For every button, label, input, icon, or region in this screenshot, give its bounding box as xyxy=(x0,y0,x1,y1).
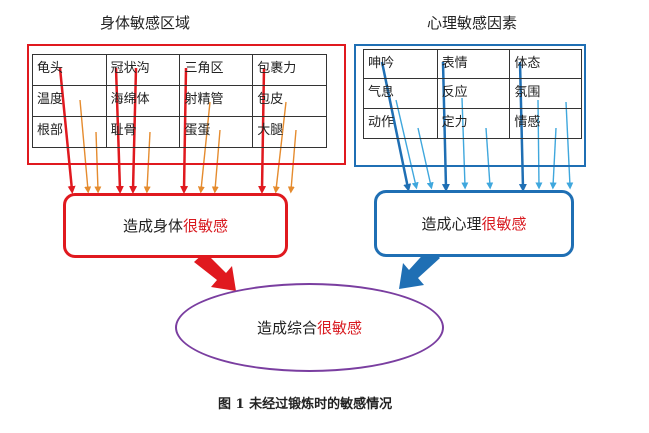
grid-cell: 三角区 xyxy=(179,54,254,86)
psych-sensitive-grid: 呻吟 表情 体态 气息 反应 氛围 动作 定力 情感 xyxy=(363,49,582,139)
result-highlight: 很敏感 xyxy=(183,217,229,235)
body-sensitive-panel: 龟头 冠状沟 三角区 包裹力 温度 海绵体 射精管 包皮 根部 耻骨 蛋蛋 大腿 xyxy=(27,44,346,165)
grid-cell: 根部 xyxy=(32,116,107,148)
right-panel-title: 心理敏感因素 xyxy=(427,14,518,32)
result-prefix: 造成身体 xyxy=(122,217,183,235)
right-big-arrow xyxy=(399,248,440,289)
body-sensitive-grid: 龟头 冠状沟 三角区 包裹力 温度 海绵体 射精管 包皮 根部 耻骨 蛋蛋 大腿 xyxy=(32,54,327,148)
grid-cell: 定力 xyxy=(436,108,511,139)
body-sensitivity-result-box: 造成身体很敏感 xyxy=(63,193,288,258)
psych-sensitive-panel: 呻吟 表情 体态 气息 反应 氛围 动作 定力 情感 xyxy=(354,44,586,167)
grid-cell: 情感 xyxy=(509,108,582,139)
combined-highlight: 很敏感 xyxy=(317,319,363,337)
result-prefix: 造成心理 xyxy=(421,215,482,233)
grid-cell: 温度 xyxy=(32,85,107,117)
grid-cell: 耻骨 xyxy=(105,116,181,148)
left-panel-title: 身体敏感区域 xyxy=(100,14,191,32)
left-big-arrow xyxy=(194,252,236,291)
grid-cell: 龟头 xyxy=(32,54,107,86)
grid-cell: 包裹力 xyxy=(252,54,327,86)
figure-caption: 图 1 未经过锻炼时的敏感情况 xyxy=(218,397,393,412)
combined-sensitivity-ellipse: 造成综合很敏感 xyxy=(175,283,444,372)
grid-cell: 蛋蛋 xyxy=(179,116,254,148)
result-highlight: 很敏感 xyxy=(481,215,527,233)
grid-cell: 包皮 xyxy=(252,85,327,117)
grid-cell: 海绵体 xyxy=(105,85,181,117)
grid-cell: 体态 xyxy=(509,49,582,79)
grid-cell: 气息 xyxy=(363,78,438,109)
grid-cell: 冠状沟 xyxy=(105,54,181,86)
grid-cell: 呻吟 xyxy=(363,49,438,79)
grid-cell: 表情 xyxy=(436,49,511,79)
grid-cell: 氛围 xyxy=(509,78,582,109)
combined-prefix: 造成综合 xyxy=(256,319,317,337)
grid-cell: 大腿 xyxy=(252,116,327,148)
psych-sensitivity-result-box: 造成心理很敏感 xyxy=(374,190,574,257)
grid-cell: 反应 xyxy=(436,78,511,109)
grid-cell: 动作 xyxy=(363,108,438,139)
grid-cell: 射精管 xyxy=(179,85,254,117)
